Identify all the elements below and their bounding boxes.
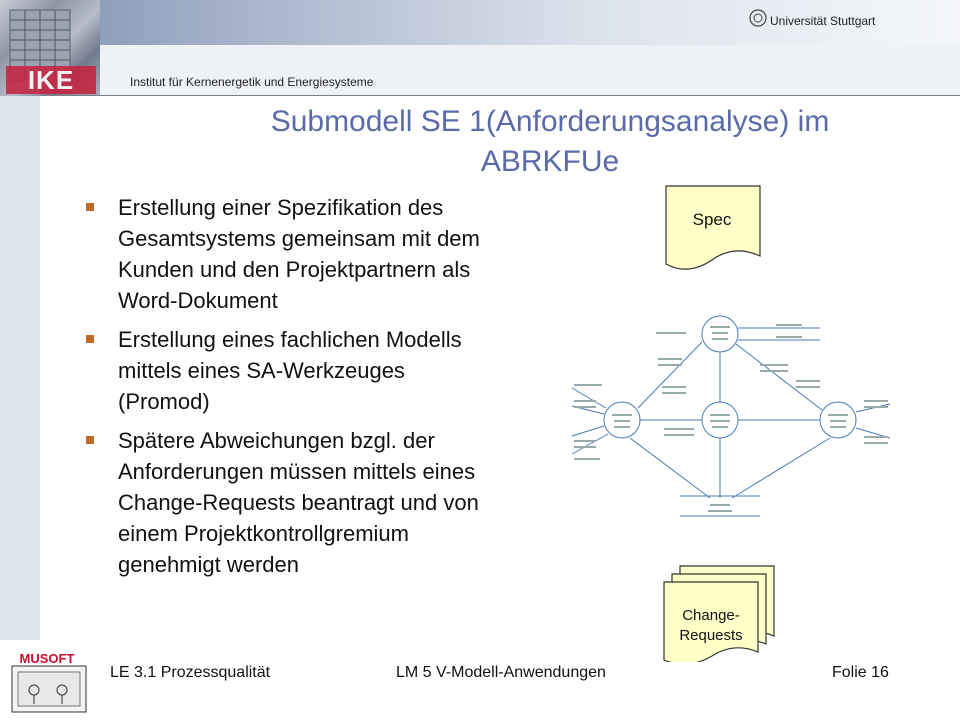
footer-module: LM 5 V-Modell-Anwendungen [396, 664, 606, 681]
university-name: Universität Stuttgart [770, 14, 876, 28]
left-sidebar-band [0, 96, 40, 640]
footer-lesson-unit: LE 3.1 Prozessqualität [110, 664, 271, 681]
change-requests-document-stack [663, 565, 775, 662]
bullet-item: Erstellung einer Spezifikation des Gesam… [86, 192, 486, 316]
svg-text:MUSOFT: MUSOFT [20, 651, 75, 666]
institute-name: Institut für Kernenergetik und Energiesy… [130, 75, 374, 89]
bullet-square-icon [86, 436, 94, 444]
bullet-item: Erstellung eines fachlichen Modells mitt… [86, 324, 486, 417]
ike-logo: IKE [6, 66, 96, 94]
musoft-logo: MUSOFT [11, 651, 87, 713]
footer-slide-number: Folie 16 [832, 664, 889, 681]
spec-label: Spec [692, 210, 732, 229]
bullet-square-icon [86, 335, 94, 343]
change-requests-label: Change- Requests [679, 607, 743, 644]
spec-document-shape [665, 185, 761, 270]
building-image [9, 9, 71, 81]
dataflow-diagram [571, 315, 891, 517]
header-divider [40, 95, 960, 96]
header-strip [100, 45, 960, 96]
slide-title: Submodell SE 1(Anforderungsanalyse) im A… [270, 105, 830, 178]
bullet-item: Spätere Abweichungen bzgl. der Anforderu… [86, 425, 486, 580]
header-band [100, 0, 960, 45]
university-seal-icon [749, 9, 767, 27]
bullet-list: Erstellung einer Spezifikation des Gesam… [86, 192, 486, 588]
bullet-square-icon [86, 203, 94, 211]
